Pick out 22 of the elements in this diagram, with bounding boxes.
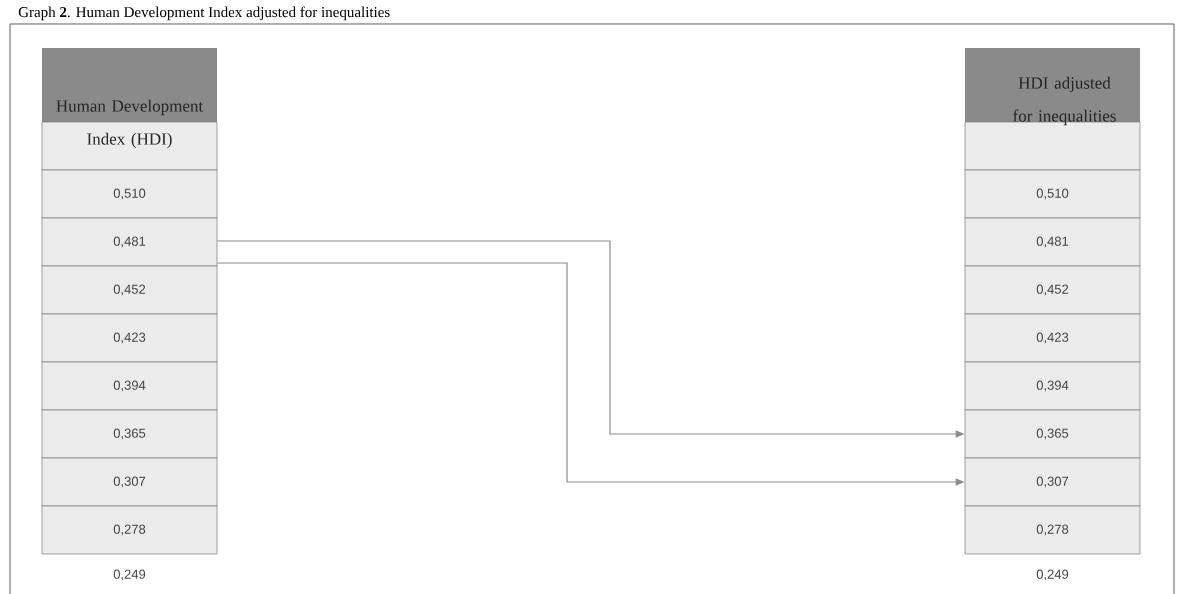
value-cell: 0,452 — [964, 265, 1141, 315]
value-cell: 0,307 — [41, 457, 218, 507]
header-cell: Human Development Index (HDI) — [41, 48, 218, 171]
node-label: Index (HDI) — [87, 132, 172, 149]
value-cell: 0,365 — [41, 409, 218, 459]
value-cell: 0,510 — [964, 169, 1141, 219]
value-label: 0,249 — [113, 569, 146, 581]
value-cell: 0,307 — [964, 457, 1141, 507]
value-cell: 0,365 — [964, 409, 1141, 459]
title: Graph 2. Human Development Index adjusted for inequalities — [18, 6, 390, 21]
value-cell: 0,394 — [964, 361, 1141, 411]
value-cell: 0,481 — [964, 217, 1141, 267]
value-cell: 0,510 — [41, 169, 218, 219]
value-cell: 0,481 — [41, 217, 218, 267]
value-cell: 0,452 — [41, 265, 218, 315]
value-cell: 0,423 — [41, 313, 218, 363]
value-cell: 0,278 — [964, 505, 1141, 555]
value-cell: 0,278 — [41, 505, 218, 555]
value-label: 0,249 — [1036, 569, 1069, 581]
value-cell: 0,423 — [964, 313, 1141, 363]
value-cell: 0,394 — [41, 361, 218, 411]
header-cell: HDI adjusted for inequalities — [964, 48, 1141, 171]
